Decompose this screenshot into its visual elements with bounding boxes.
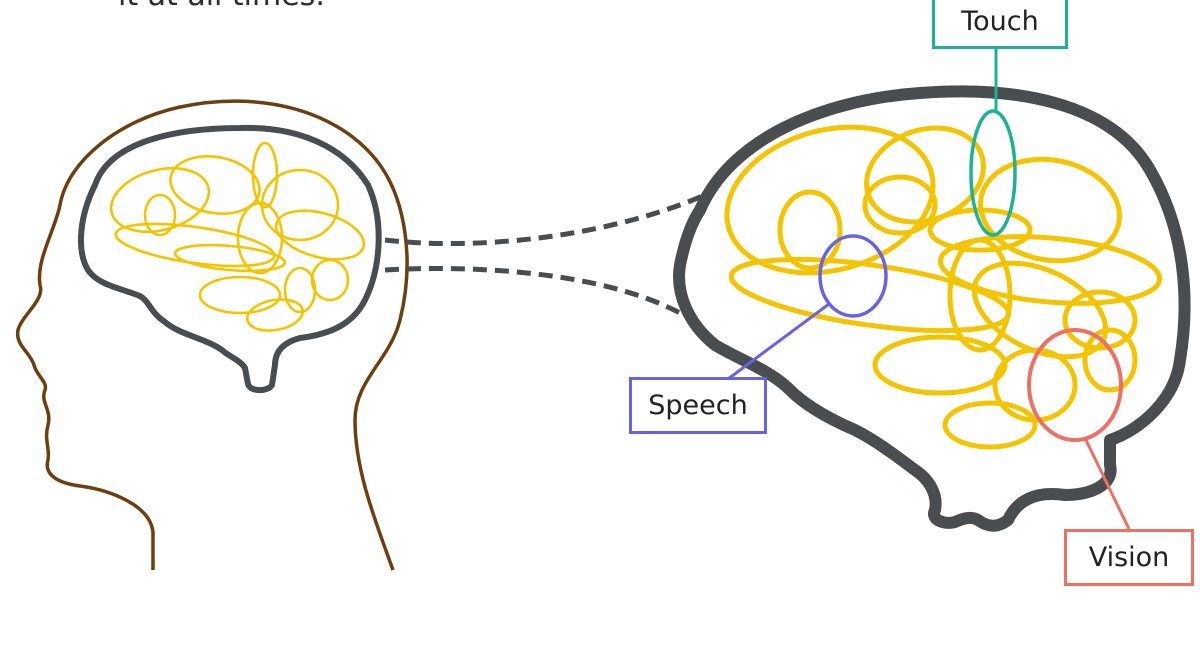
speech-label: Speech [629,377,767,434]
connector-lines [385,195,705,325]
speech-region [820,236,886,316]
vision-label: Vision [1064,529,1194,586]
head-silhouette-icon [18,101,407,570]
speech-leader-line [728,304,829,379]
large-brain-tangles [710,105,1162,447]
touch-label: Touch [932,0,1068,49]
large-brain-icon [679,91,1185,525]
small-brain-tangles [104,143,369,335]
